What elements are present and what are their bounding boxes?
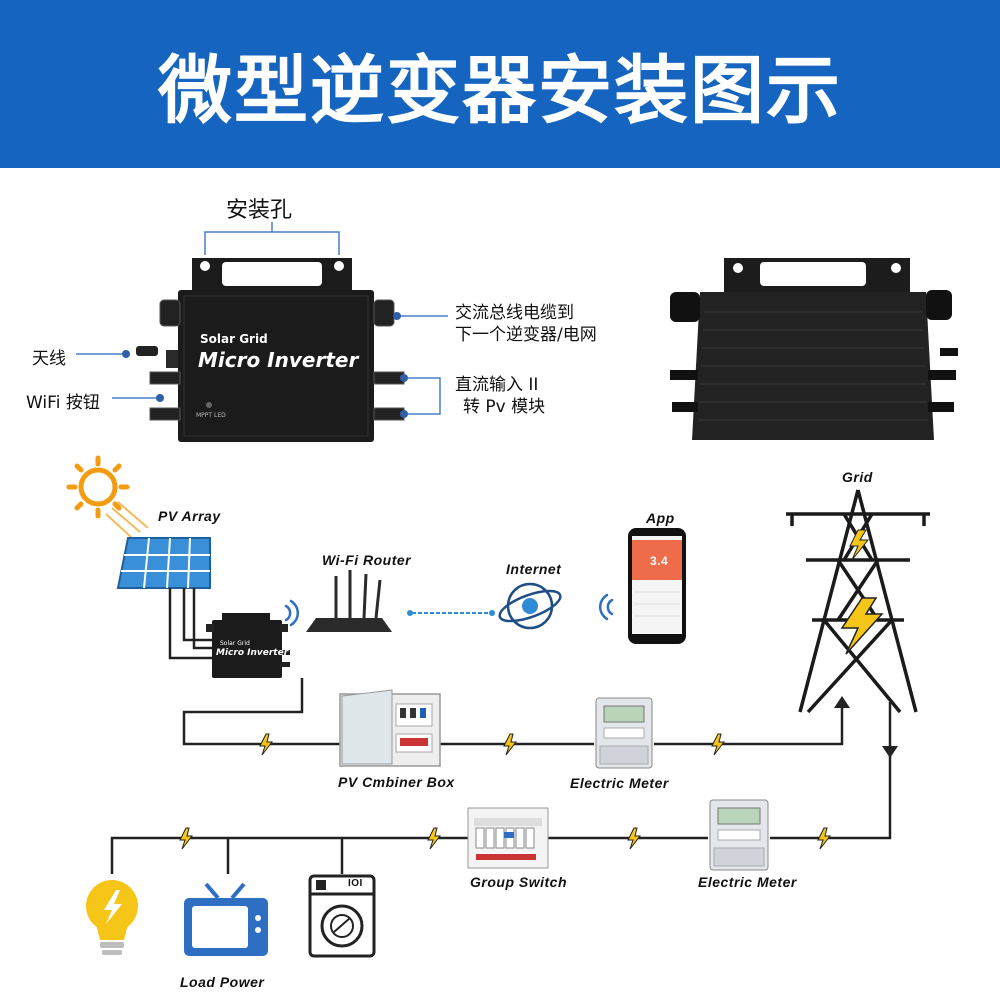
small-device-model: Micro Inverter xyxy=(216,648,289,658)
small-device-brand: Solar Grid xyxy=(220,640,250,647)
smartphone-app-icon xyxy=(628,528,686,644)
load-power-label: Load Power xyxy=(180,974,265,990)
device-led-label: MPPT LED xyxy=(196,412,226,419)
ac-bus-label-line1: 交流总线电缆到 xyxy=(455,303,574,323)
router-icon xyxy=(306,570,392,632)
wifi-signal-icon xyxy=(284,599,300,627)
television-icon xyxy=(184,882,268,956)
mounting-hole-left xyxy=(200,261,210,271)
electric-meter-icon xyxy=(709,799,769,871)
mppt-led xyxy=(206,402,212,408)
wifi-signal-icon xyxy=(598,593,614,621)
ac-bus-label-line2: 下一个逆变器/电网 xyxy=(455,325,597,345)
washer-panel-label: IOI xyxy=(348,878,363,889)
light-bulb-icon xyxy=(86,880,138,955)
dc-input-label: 直流输入 II 转 Pv 模块 xyxy=(455,374,545,418)
washing-machine-icon xyxy=(308,874,376,958)
micro-inverter-small xyxy=(206,613,290,678)
mounting-holes-label: 安装孔 xyxy=(226,198,293,223)
internet-label: Internet xyxy=(506,561,562,577)
dc-input-label-line2: 转 Pv 模块 xyxy=(463,397,546,417)
app-label: App xyxy=(646,510,675,526)
grid-label: Grid xyxy=(842,469,873,485)
device-model: Micro Inverter xyxy=(198,348,359,372)
group-switch-label: Group Switch xyxy=(470,874,567,890)
internet-globe-icon xyxy=(498,582,562,630)
antenna-icon xyxy=(136,346,158,356)
sun-icon xyxy=(66,455,149,539)
pv-array-label: PV Array xyxy=(158,508,221,524)
wifi-router-label: Wi-Fi Router xyxy=(322,552,412,568)
app-reading: 3.4 xyxy=(650,554,669,568)
pv-combiner-box-label: PV Cmbiner Box xyxy=(338,774,455,790)
electric-meter-top-label: Electric Meter xyxy=(570,775,669,791)
antenna-label: 天线 xyxy=(32,349,66,369)
device-brand: Solar Grid xyxy=(200,332,268,346)
pv-array-icon xyxy=(116,537,211,589)
wifi-button-label: WiFi 按钮 xyxy=(26,393,100,413)
dc-input-label-line1: 直流输入 II xyxy=(455,375,539,395)
micro-inverter-angled xyxy=(670,258,958,440)
electric-meter-bottom-label: Electric Meter xyxy=(698,874,797,890)
power-tower-icon xyxy=(786,489,930,714)
page-title: 微型逆变器安装图示 xyxy=(158,47,842,134)
ac-bus-label: 交流总线电缆到 下一个逆变器/电网 xyxy=(455,302,597,346)
group-switch-icon xyxy=(467,807,549,869)
electric-meter-icon xyxy=(595,697,653,769)
micro-inverter-front xyxy=(136,258,405,442)
pv-combiner-box-icon xyxy=(339,689,441,767)
title-banner: 微型逆变器安装图示 xyxy=(0,0,1000,168)
mounting-hole-right xyxy=(334,261,344,271)
